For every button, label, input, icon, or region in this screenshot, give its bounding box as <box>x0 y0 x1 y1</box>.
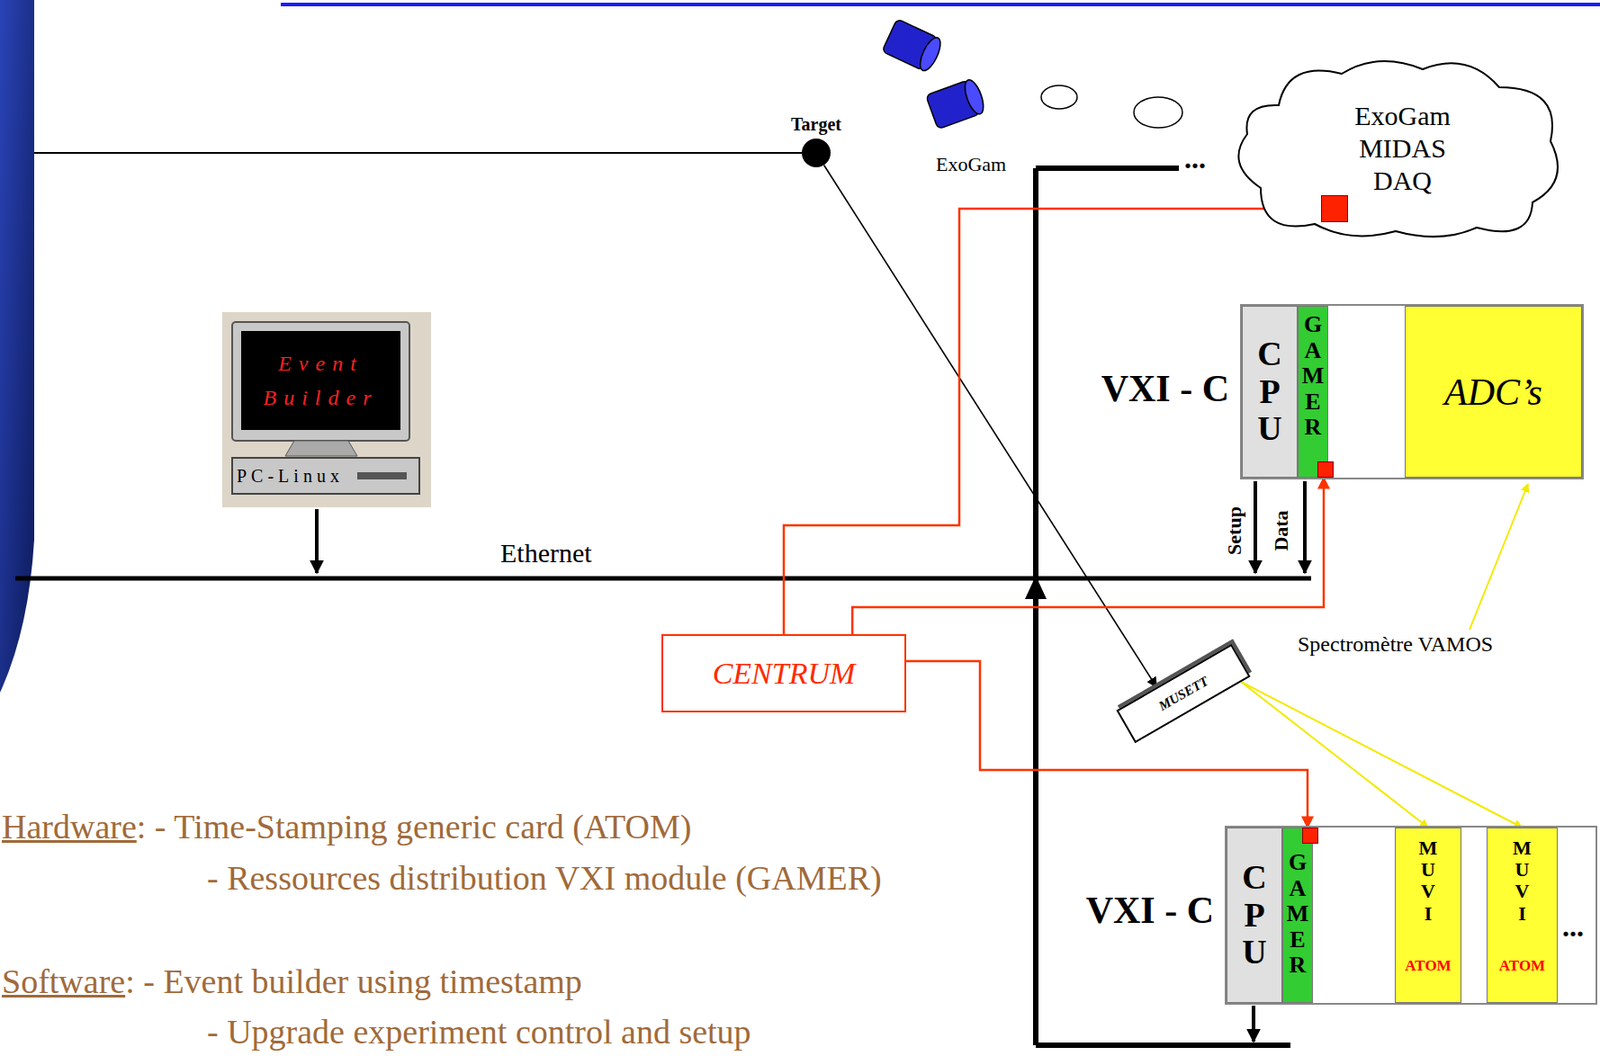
signal-port <box>1317 461 1334 478</box>
data-link <box>1303 481 1307 574</box>
module-name: ADC’s <box>1444 370 1543 414</box>
module-name: CPU <box>1237 859 1272 972</box>
section-heading: Hardware <box>1 808 137 848</box>
picture-ground <box>222 312 432 508</box>
screen-text: Event Builder <box>241 331 401 431</box>
bus-arrow <box>1024 575 1047 600</box>
signal-label: Data <box>1271 510 1292 551</box>
leader-line <box>1469 484 1529 630</box>
module-name: GAMER <box>1285 850 1310 980</box>
monitor-screen <box>241 331 401 431</box>
gamer-module: GAMER <box>1297 305 1329 478</box>
muvi-module: MUVI ATOM <box>1394 827 1462 1004</box>
ellipsis: ... <box>1562 912 1584 942</box>
computer-label: PC-Linux <box>236 459 344 493</box>
target-point: Target <box>801 138 831 168</box>
drive-slot <box>357 472 407 480</box>
thought-bubble <box>1041 85 1078 109</box>
germanium-detector <box>925 77 988 129</box>
connector <box>1240 682 1522 828</box>
card-name: ATOM <box>1395 957 1461 976</box>
event-builder-pc: Event BuilderPC-Linux <box>222 312 432 508</box>
section-heading: Software <box>1 962 126 1003</box>
crate-label: VXI - C <box>1086 889 1214 933</box>
monitor-bezel <box>232 322 410 441</box>
connector <box>852 477 1324 635</box>
data-bus <box>1035 165 1179 171</box>
crate-label: VXI - C <box>1101 367 1230 411</box>
title-underline <box>280 2 1600 7</box>
cpu-module: CPU <box>1226 827 1283 1004</box>
connector <box>1240 682 1429 828</box>
note-text: : - Time-Stamping generic card (ATOM) <box>136 808 693 848</box>
signal-port <box>1302 827 1319 845</box>
detector-name: MUSETT <box>1155 673 1211 714</box>
cpu-module: CPU <box>1241 305 1298 478</box>
spectrometer-label: Spectromètre VAMOS <box>1297 633 1493 656</box>
cloud-outline <box>1238 61 1558 237</box>
card-name: ATOM <box>1487 957 1557 976</box>
network-link <box>314 509 319 574</box>
vxi-crate: VXI - CCPUGAMERMUVIATOMMUVIATOM <box>1224 826 1598 1006</box>
signal-label: Setup <box>1224 506 1245 556</box>
thought-bubble <box>1133 97 1183 128</box>
adc-modules: ADC’s <box>1404 305 1583 478</box>
ethernet-bus <box>15 576 1312 582</box>
signal-port <box>1321 195 1349 223</box>
module-name: CPU <box>1252 335 1287 449</box>
logo-band <box>0 0 35 693</box>
monitor-stand <box>285 440 358 457</box>
detector-label: ExoGam <box>935 154 1007 175</box>
module-name: GAMER <box>1301 312 1325 441</box>
note-text: - Ressources distribution VXI module (GA… <box>206 859 882 899</box>
connector <box>824 164 1158 687</box>
module-name: CENTRUM <box>712 656 856 692</box>
musett-detector: MUSETT <box>1115 644 1250 744</box>
detector-cap <box>961 77 988 117</box>
module-name: MUVI <box>1418 837 1439 926</box>
module-name: MUVI <box>1512 837 1533 926</box>
data-link <box>1251 1006 1256 1043</box>
muvi-module: MUVI ATOM <box>1486 827 1558 1004</box>
system-name: ExoGam MIDAS DAQ <box>1335 99 1471 198</box>
setup-link <box>1253 481 1258 574</box>
data-bus <box>1035 1042 1291 1049</box>
network-label: Ethernet <box>500 539 593 567</box>
centrum-box: CENTRUM <box>661 634 907 713</box>
germanium-detector <box>881 18 944 74</box>
note-text: - Upgrade experiment control and setup <box>206 1013 752 1053</box>
computer-case <box>232 458 420 495</box>
daq-cloud: ExoGam MIDAS DAQ <box>1224 51 1572 245</box>
ellipsis: ... <box>1184 143 1206 173</box>
note-text: : - Event builder using timestamp <box>125 962 583 1003</box>
target-label: Target <box>791 114 842 135</box>
gamer-module: GAMER <box>1282 827 1313 1004</box>
vxi-crate: VXI - CCPUGAMERADC’s <box>1240 304 1584 480</box>
detector-cap <box>916 35 944 74</box>
beam-line <box>34 152 802 154</box>
